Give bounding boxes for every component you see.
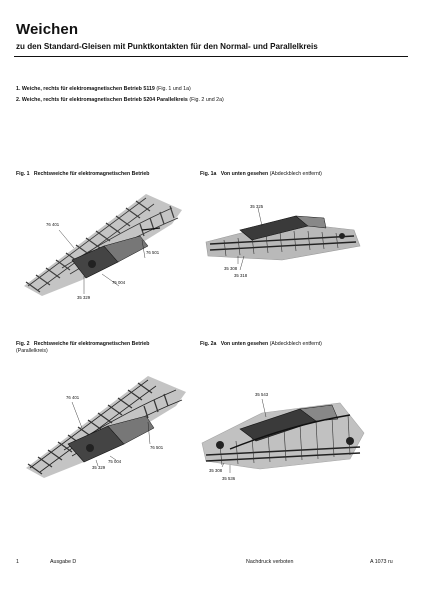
fig1a-label-2: 35 308	[224, 266, 238, 271]
fig1-label-2: 76 501	[146, 250, 160, 255]
item-label: Weiche, rechts für elektromagnetischen B…	[21, 97, 188, 103]
edition-label: Ausgabe D	[50, 559, 77, 565]
copyright-notice: Nachdruck verboten	[246, 559, 294, 565]
fig1-label-3: 75 004	[112, 280, 126, 285]
fig2a-underside-illustration	[201, 398, 365, 473]
fig2-label-4: 35 329	[92, 465, 106, 470]
fig1-track-illustration	[24, 194, 182, 296]
fig1a-note: (Abdeckblech entfernt)	[269, 171, 322, 177]
page-number: 1	[16, 559, 19, 565]
fig2-number: Fig. 2	[16, 341, 30, 347]
item-number: 2.	[16, 97, 21, 103]
fig2a-caption: Fig. 2a Von unten gesehen (Abdeckblech e…	[200, 341, 322, 348]
fig2-label-1: 76 401	[66, 395, 80, 400]
page-subtitle: zu den Standard-Gleisen mit Punktkontakt…	[16, 42, 318, 51]
fig2-subtitle: (Parallelkreis)	[16, 348, 48, 354]
item-label: Weiche, rechts für elektromagnetischen B…	[21, 86, 155, 92]
list-item-1: 1. Weiche, rechts für elektromagnetische…	[16, 86, 191, 92]
fig1a-label-1: 35 325	[250, 204, 264, 209]
fig2a-number: Fig. 2a	[200, 341, 217, 347]
fig1a-caption: Fig. 1a Von unten gesehen (Abdeckblech e…	[200, 171, 322, 178]
title-rule	[14, 56, 408, 57]
fig2-label-3: 75 004	[108, 459, 122, 464]
list-item-2: 2. Weiche, rechts für elektromagnetische…	[16, 97, 224, 103]
fig2a-note: (Abdeckblech entfernt)	[269, 341, 322, 347]
fig2a-title: Von unten gesehen	[220, 341, 269, 347]
fig1a-label-3: 35 318	[234, 273, 248, 278]
fig2a-label-3: 35 536	[222, 476, 236, 481]
fig2-track-illustration	[26, 376, 186, 478]
fig1a-number: Fig. 1a	[200, 171, 217, 177]
item-ref: (Fig. 2 und 2a)	[189, 97, 224, 103]
fig2a-label-2: 35 308	[209, 468, 223, 473]
fig2-caption: Fig. 2 Rechtsweiche für elektromagnetisc…	[16, 341, 149, 355]
item-ref: (Fig. 1 und 1a)	[156, 86, 191, 92]
fig1-number: Fig. 1	[16, 171, 30, 177]
page-title: Weichen	[16, 21, 79, 38]
fig1-label-1: 76 401	[46, 222, 60, 227]
fig1-caption: Fig. 1 Rechtsweiche für elektromagnetisc…	[16, 171, 149, 178]
fig1a-underside-illustration	[205, 207, 361, 271]
fig1-label-4: 35 329	[77, 295, 91, 300]
fig2a-label-1: 35 543	[255, 392, 269, 397]
item-number: 1.	[16, 86, 21, 92]
fig1-title: Rechtsweiche für elektromagnetischen Bet…	[33, 171, 150, 177]
document-code: A 1073 ru	[370, 559, 393, 565]
fig2-label-2: 76 501	[150, 445, 164, 450]
fig1a-title: Von unten gesehen	[220, 171, 269, 177]
fig2-title: Rechtsweiche für elektromagnetischen Bet…	[33, 341, 150, 347]
